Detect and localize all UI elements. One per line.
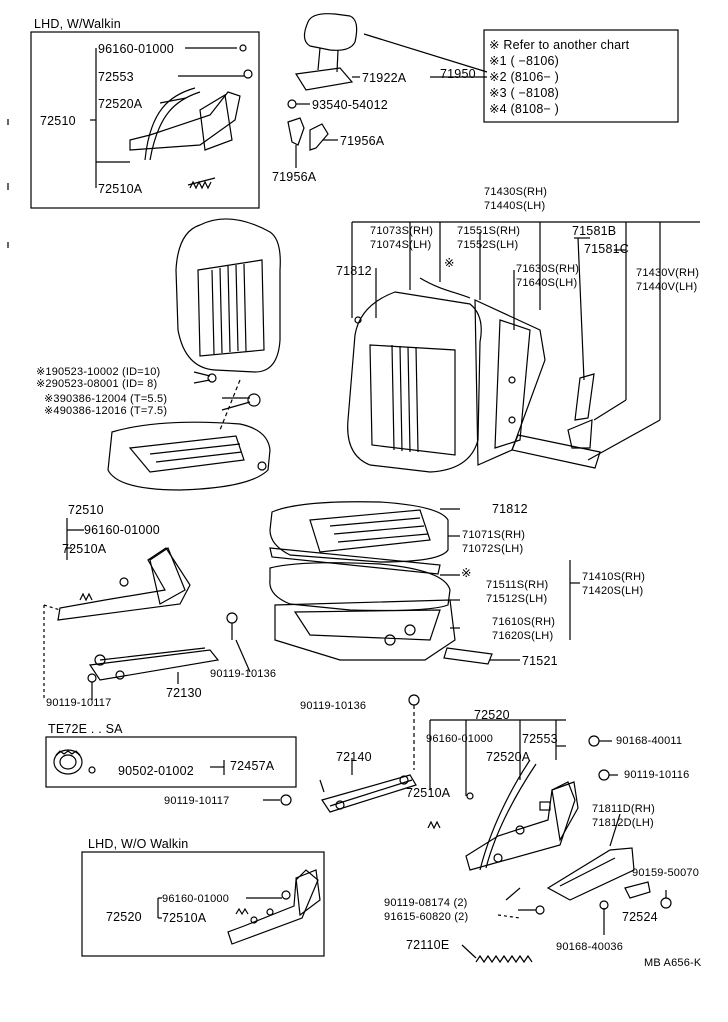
part-label: 71956A [272,170,317,184]
headrest-drawing [287,13,488,168]
part-label: 71521 [522,654,558,668]
recliner-wo-walkin-drawing [227,869,321,945]
legend-note-4: ※4 (8108− ) [489,102,560,116]
seat-back-left-drawing [175,218,281,373]
te72e-box-title: TE72E . . SA [48,722,123,736]
part-label: 90168-40036 [556,941,624,953]
part-label: 96160-01000 [162,893,230,905]
part-label: 90119-10117 [164,795,230,807]
part-label: 71581B [572,224,617,238]
part-label: ※290523-08001 (ID= 8) [36,378,158,390]
part-label: 71430S(RH) [484,186,548,198]
part-label: 71956A [340,134,385,148]
te72e-box-outline [45,736,297,788]
part-label: 72553 [522,732,558,746]
part-label: ※390386-12004 (T=5.5) [44,393,168,405]
part-label: 72520 [106,910,142,924]
part-label: 71440V(LH) [636,281,698,293]
legend-note-3: ※3 ( −8108) [489,86,560,100]
part-label: 90168-40011 [616,735,683,747]
part-label: 91615-60820 (2) [384,911,469,923]
part-label: 71511S(RH) [486,579,549,591]
part-label: 71073S(RH) [370,225,434,237]
seat-track-center-drawing [263,694,420,813]
part-label: 96160-01000 [426,733,494,745]
part-label: 72510A [62,542,107,556]
part-label: 71074S(LH) [370,239,432,251]
part-label: 71610S(RH) [492,616,556,628]
part-label: 72520A [486,750,531,764]
part-label: 71071S(RH) [462,529,526,541]
part-label: 90119-08174 (2) [384,897,468,909]
part-label: 71812 [492,502,528,516]
part-label: 71950 [440,67,476,81]
part-label: 72510A [162,911,207,925]
motor-gear-drawing [53,749,96,775]
walkin-adjuster-drawing [129,44,253,190]
legend-refer: ※ Refer to another chart [489,38,630,52]
refer-mark: ※ [461,566,472,580]
part-label: 72524 [622,910,658,924]
seat-cushion-stack-drawing [269,501,493,665]
part-label: 72140 [336,750,372,764]
part-label: 71922A [362,71,407,85]
part-label: 72520 [474,708,510,722]
part-label: 71072S(LH) [462,543,524,555]
part-label: 90159-50070 [632,867,700,879]
part-label: 71430V(RH) [636,267,700,279]
part-label: 90119-10136 [210,668,277,680]
part-label: 71811D(RH) [592,803,655,815]
part-label: 90119-10117 [46,697,112,709]
part-label: ※490386-12016 (T=7.5) [44,405,168,417]
recliner-right-drawing [427,719,672,964]
part-label: 71512S(LH) [486,593,548,605]
part-label: ※190523-10002 (ID=10) [36,366,161,378]
part-label: 72510 [40,114,76,128]
part-label: 71640S(LH) [516,277,578,289]
part-label: 71812D(LH) [592,817,654,829]
part-label: 71812 [336,264,372,278]
part-label: 71551S(RH) [457,225,521,237]
wo-walkin-box-title: LHD, W/O Walkin [88,837,189,851]
legend-box-outline [483,29,679,123]
part-label: 72510A [406,786,451,800]
part-label: 72457A [230,759,275,773]
refer-mark: ※ [444,256,455,270]
part-label: 72510 [68,503,104,517]
walkin-box-outline [30,31,260,209]
part-label: 90119-10116 [624,769,690,781]
part-label: 72520A [98,97,143,111]
part-label: 72110E [406,938,450,952]
part-label: 71420S(LH) [582,585,644,597]
part-label: 72510A [98,182,143,196]
part-label: 72130 [166,686,202,700]
seat-cushion-left-drawing [107,379,271,491]
part-label: 71410S(RH) [582,571,646,583]
part-label: 93540-54012 [312,98,388,112]
legend-note-2: ※2 (8106− ) [489,70,560,84]
reference-code: MB A656-K [644,957,702,969]
part-label: 96160-01000 [84,523,160,537]
seat-track-left-drawing [43,518,251,700]
wo-walkin-box-outline [81,851,325,957]
part-label: 71620S(LH) [492,630,554,642]
walkin-box-title: LHD, W/Walkin [34,17,121,31]
part-label: 96160-01000 [98,42,174,56]
part-label: 71552S(LH) [457,239,519,251]
part-label: 90119-10136 [300,700,367,712]
part-label: 90502-01002 [118,764,194,778]
legend-note-1: ※1 ( −8106) [489,54,560,68]
part-label: 71581C [584,242,629,256]
part-label: 71630S(RH) [516,263,580,275]
part-label: 71440S(LH) [484,200,546,212]
part-label: 72553 [98,70,134,84]
seat-back-right-drawing [347,277,601,473]
